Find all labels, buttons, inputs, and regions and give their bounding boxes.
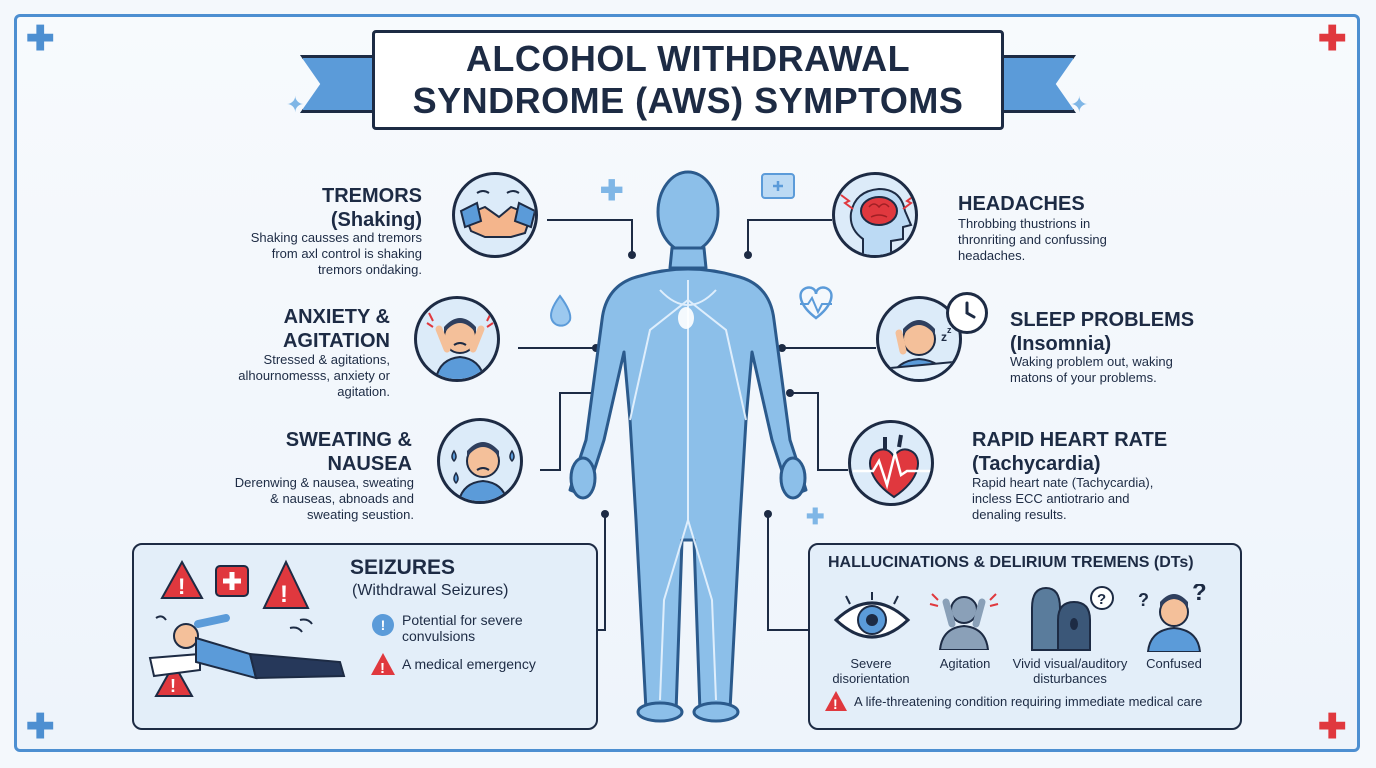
warning-triangle-icon: !	[825, 691, 847, 712]
handshake-icon	[459, 190, 535, 238]
seizures-point-2: A medical emergency	[402, 656, 536, 672]
tremors-icon-circle	[452, 172, 538, 258]
sparkle-icon: ✦	[1070, 92, 1089, 117]
seizures-subtitle: (Withdrawal Seizures)	[352, 582, 509, 599]
brain-pain-icon	[840, 187, 915, 255]
sweating-description: Derenwing & nausea, sweating& nauseas, a…	[234, 475, 414, 522]
sleep-icon-circle: z z	[876, 296, 962, 382]
svg-text:!: !	[178, 574, 185, 599]
tremors-title: TREMORS(Shaking)	[322, 185, 422, 231]
svg-text:?: ?	[1192, 584, 1207, 606]
sweating-title: SWEATING &NAUSEA	[285, 429, 412, 475]
svg-text:!: !	[380, 660, 385, 676]
plus-icon: ✚	[600, 175, 624, 206]
heart-rate-description: Rapid heart nate (Tachycardia),incless E…	[972, 475, 1154, 522]
clock-icon	[946, 292, 988, 334]
heart-rate-title: RAPID HEART RATE(Tachycardia)	[972, 429, 1168, 475]
medical-cross-icon	[215, 565, 249, 597]
svg-text:z: z	[947, 325, 952, 335]
dts-title: HALLUCINATIONS & DELIRIUM TREMENS (DTs)	[828, 554, 1194, 571]
corner-plus-icon-tr: ✚	[1318, 20, 1347, 58]
sleep-title: SLEEP PROBLEMS(Insomnia)	[1010, 309, 1195, 355]
headaches-title: HEADACHES	[958, 193, 1085, 215]
warning-triangle-icon: !	[160, 559, 204, 599]
dts-item-label: Agitation	[939, 656, 991, 671]
anxiety-title: ANXIETY &AGITATION	[282, 306, 390, 352]
svg-text:?: ?	[1138, 590, 1149, 610]
headache-icon-circle	[832, 172, 918, 258]
seizure-illustration: ! ! !	[148, 559, 346, 697]
info-icon: !	[372, 614, 394, 636]
svg-text:!: !	[170, 676, 176, 696]
heart-ecg-icon	[853, 434, 931, 499]
warning-triangle-icon: !	[371, 653, 395, 676]
dts-warning-text: A life-threatening condition requiring i…	[854, 694, 1203, 709]
eye-icon	[833, 592, 911, 639]
svg-text:z: z	[941, 330, 947, 344]
corner-plus-icon-bl: ✚	[26, 708, 55, 746]
confused-person-icon: ? ?	[1138, 584, 1207, 652]
plus-icon: ✚	[806, 504, 825, 529]
sparkle-icon: ✦	[286, 92, 305, 117]
svg-text:?: ?	[1097, 591, 1106, 608]
heart-rate-icon-circle	[848, 420, 934, 506]
warning-triangle-icon: !	[154, 661, 194, 697]
corner-plus-icon-tl: ✚	[26, 20, 55, 58]
svg-text:!: !	[280, 581, 288, 608]
warning-triangle-icon: !	[262, 559, 310, 609]
shadow-figures-icon: ?	[1031, 586, 1114, 651]
anxious-person-icon	[426, 312, 494, 379]
agitated-person-icon	[929, 593, 999, 650]
anxiety-description: Stressed & agitations,alhournomesss, anx…	[238, 352, 390, 399]
dts-item-label: Confused	[1146, 656, 1202, 671]
seizures-panel	[132, 543, 598, 730]
seizures-title: SEIZURES	[350, 556, 456, 579]
corner-plus-icon-br: ✚	[1318, 708, 1347, 746]
sweating-icon-circle	[437, 418, 523, 504]
svg-text:!: !	[833, 696, 838, 712]
anxiety-icon-circle	[414, 296, 500, 382]
